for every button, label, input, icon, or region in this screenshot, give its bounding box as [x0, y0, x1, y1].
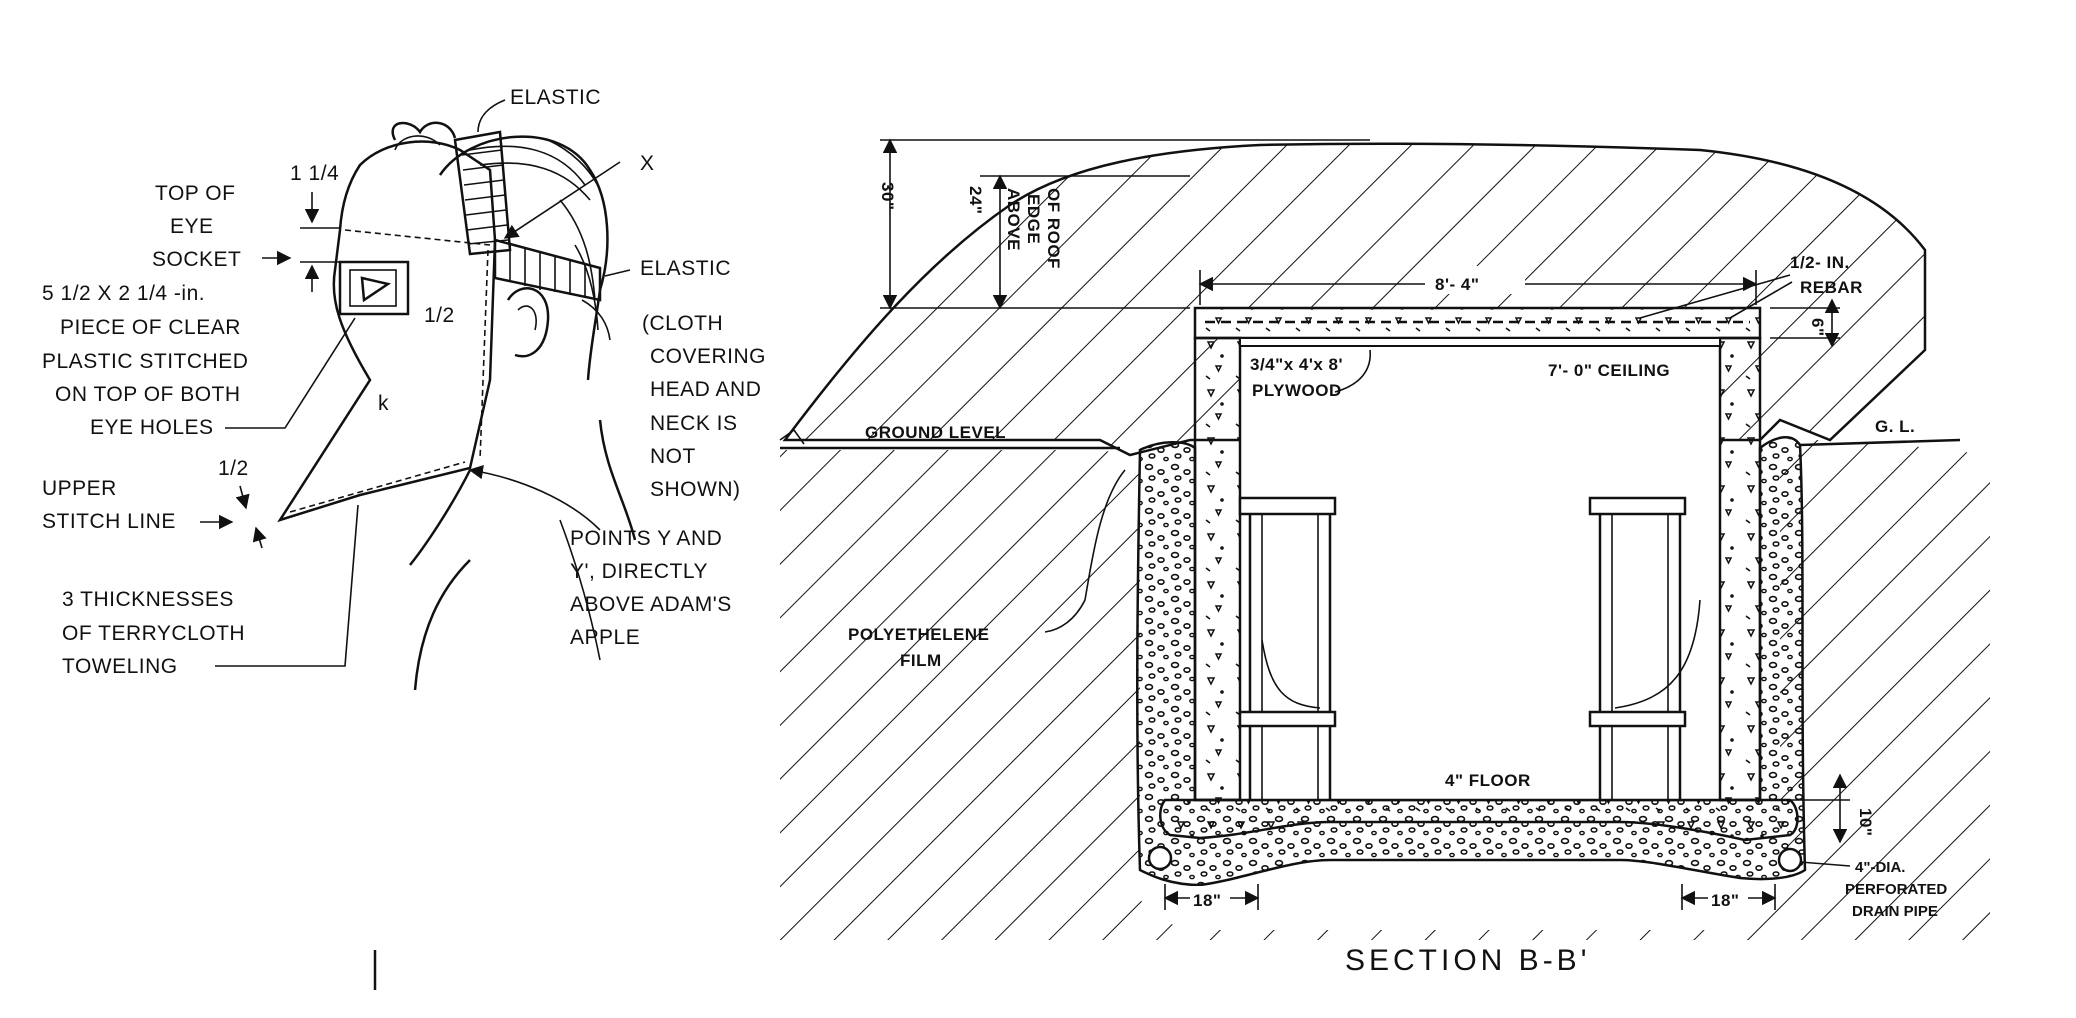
label-points: POINTS Y AND Y', DIRECTLY ABOVE ADAM'S A… — [570, 527, 732, 649]
svg-text:PLYWOOD: PLYWOOD — [1252, 381, 1342, 400]
svg-text:PIECE OF CLEAR: PIECE OF CLEAR — [60, 316, 241, 339]
gravel-backfill — [1136, 436, 1807, 887]
label-ground-level: GROUND LEVEL — [865, 423, 1006, 442]
dim-6: 6" — [1808, 318, 1827, 337]
svg-text:OF ROOF: OF ROOF — [1044, 188, 1063, 269]
svg-text:EYE HOLES: EYE HOLES — [90, 416, 214, 439]
bunk-left — [1238, 496, 1337, 800]
elastic-band-side — [493, 238, 602, 302]
label-1-1-4: 1 1/4 — [290, 162, 339, 185]
label-gl: G. L. — [1875, 417, 1915, 436]
svg-text:PERFORATED: PERFORATED — [1845, 881, 1947, 898]
svg-text:ON TOP OF BOTH: ON TOP OF BOTH — [55, 383, 241, 406]
svg-text:OF TERRYCLOTH: OF TERRYCLOTH — [62, 622, 245, 645]
svg-text:HEAD AND: HEAD AND — [650, 378, 761, 401]
label-cloth: (CLOTH COVERING HEAD AND NECK IS NOT SHO… — [642, 312, 766, 501]
label-stitch: UPPER STITCH LINE — [42, 477, 176, 533]
svg-text:PLASTIC STITCHED: PLASTIC STITCHED — [42, 350, 248, 373]
label-plastic: 5 1/2 X 2 1/4 -in. PIECE OF CLEAR PLASTI… — [42, 282, 248, 439]
face-mark: k — [378, 392, 389, 415]
polyethylene-film — [1044, 469, 1126, 633]
bunk-right — [1588, 496, 1701, 800]
svg-text:DRAIN PIPE: DRAIN PIPE — [1852, 903, 1938, 920]
svg-text:5 1/2 X 2 1/4 -in.: 5 1/2 X 2 1/4 -in. — [42, 282, 205, 305]
svg-text:24": 24" — [966, 186, 985, 214]
label-half-chin: 1/2 — [218, 457, 249, 480]
svg-text:Y', DIRECTLY: Y', DIRECTLY — [570, 560, 708, 583]
dim-30: 30" — [878, 182, 897, 210]
floor-slab — [1159, 798, 1799, 842]
svg-text:TOP OF: TOP OF — [155, 182, 235, 205]
svg-text:1/2- IN.: 1/2- IN. — [1790, 253, 1850, 272]
svg-text:REBAR: REBAR — [1800, 278, 1863, 297]
shelter-section: 30" 24" ABOVE EDGE OF ROOF 8'- 4" 1/2- I… — [779, 138, 1990, 977]
dim-18-right: 18" — [1711, 891, 1739, 910]
svg-text:STITCH LINE: STITCH LINE — [42, 510, 176, 533]
svg-text:ABOVE ADAM'S: ABOVE ADAM'S — [570, 593, 732, 616]
label-rebar: 1/2- IN. REBAR — [1790, 253, 1863, 297]
svg-text:COVERING: COVERING — [650, 345, 766, 368]
label-elastic-top: ELASTIC — [510, 86, 601, 109]
svg-text:POLYETHELENE: POLYETHELENE — [848, 625, 989, 644]
dim-24-above-edge: 24" ABOVE EDGE OF ROOF — [966, 186, 1063, 269]
left-wall — [1193, 336, 1242, 802]
svg-text:NECK IS: NECK IS — [650, 412, 738, 435]
label-floor: 4" FLOOR — [1445, 771, 1531, 790]
drain-pipe-left — [1147, 845, 1173, 871]
svg-text:POINTS Y AND: POINTS Y AND — [570, 527, 722, 550]
svg-text:ABOVE: ABOVE — [1004, 188, 1023, 251]
drain-pipe-right — [1777, 847, 1803, 873]
svg-text:(CLOTH: (CLOTH — [642, 312, 723, 335]
svg-text:UPPER: UPPER — [42, 477, 117, 500]
section-title: SECTION B-B' — [1345, 944, 1590, 977]
svg-text:3/4"x 4'x 8': 3/4"x 4'x 8' — [1250, 355, 1343, 374]
label-x: X — [640, 152, 655, 175]
label-elastic-side: ELASTIC — [640, 257, 731, 280]
plywood-form — [1239, 337, 1721, 347]
mask-hood — [277, 140, 497, 523]
label-ceiling: 7'- 0" CEILING — [1548, 361, 1670, 380]
eye-window — [338, 260, 410, 316]
label-polyethylene: POLYETHELENE FILM — [848, 625, 989, 670]
label-half-eye: 1/2 — [424, 304, 455, 327]
label-plywood: 3/4"x 4'x 8' PLYWOOD — [1250, 355, 1343, 400]
svg-text:EDGE: EDGE — [1024, 194, 1043, 244]
label-drain: 4"-DIA. PERFORATED DRAIN PIPE — [1845, 859, 1947, 920]
elastic-band-top — [453, 130, 512, 256]
svg-text:SOCKET: SOCKET — [152, 248, 241, 271]
svg-text:4"-DIA.: 4"-DIA. — [1855, 859, 1905, 876]
head-outline — [391, 121, 637, 691]
svg-text:TOWELING: TOWELING — [62, 655, 178, 678]
right-wall — [1718, 336, 1762, 802]
svg-text:APPLE: APPLE — [570, 626, 640, 649]
svg-text:NOT: NOT — [650, 445, 696, 468]
dim-10: 10" — [1856, 808, 1875, 836]
ear — [506, 287, 550, 358]
svg-text:EYE: EYE — [170, 215, 214, 238]
svg-text:FILM: FILM — [900, 651, 942, 670]
label-toweling: 3 THICKNESSES OF TERRYCLOTH TOWELING — [62, 588, 245, 678]
ground-below — [780, 440, 1990, 940]
dim-8-4: 8'- 4" — [1435, 275, 1479, 294]
mask-figure: k ELASTIC X ELASTIC 1 1/4 TOP OF EYE SOC… — [42, 86, 766, 990]
label-eye-socket: TOP OF EYE SOCKET — [152, 182, 241, 271]
svg-text:SHOWN): SHOWN) — [650, 478, 741, 501]
dim-18-left: 18" — [1193, 891, 1221, 910]
svg-text:3 THICKNESSES: 3 THICKNESSES — [62, 588, 234, 611]
